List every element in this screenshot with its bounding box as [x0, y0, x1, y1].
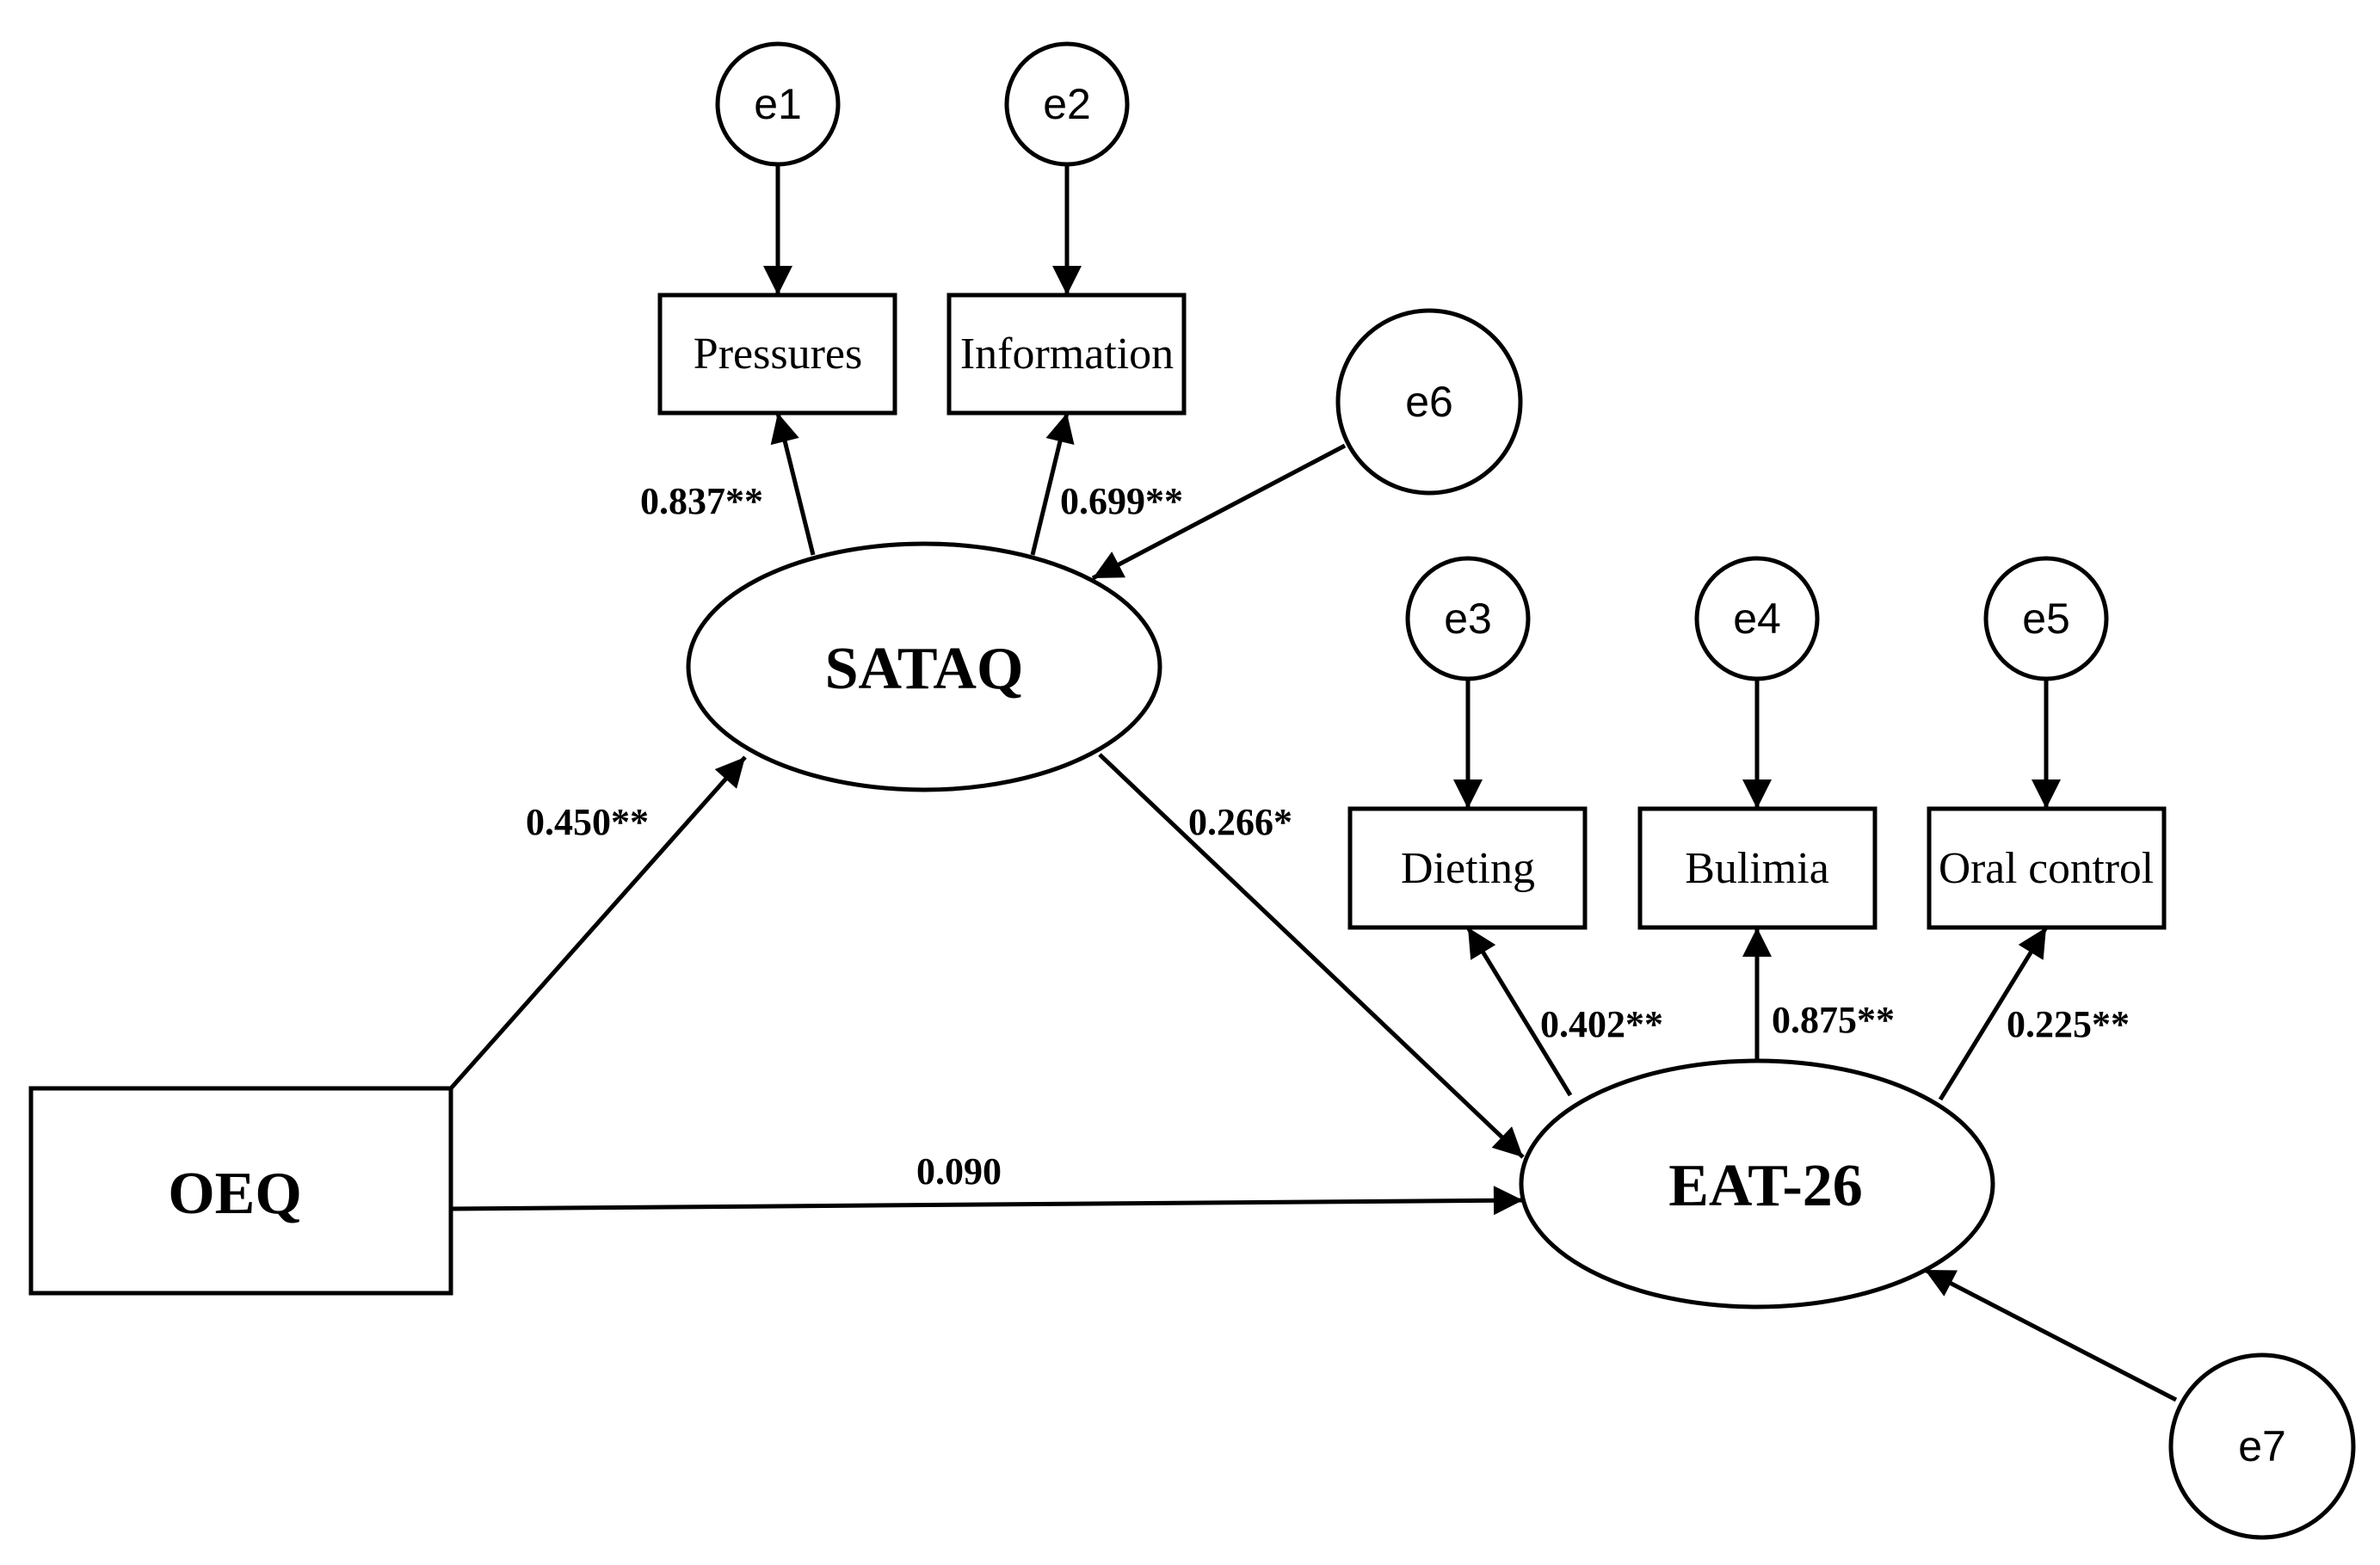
error-e6: e6: [1335, 308, 1523, 496]
coef-eat26-dieting: 0.402**: [1540, 1003, 1663, 1045]
box-oral-control-label: Oral control: [1939, 844, 2154, 893]
error-e3-label: e3: [1444, 595, 1492, 643]
arrow-sataq-pressures: [770, 412, 816, 556]
coef-oeq-eat26: 0.090: [916, 1150, 1002, 1192]
box-information: Information: [946, 293, 1187, 416]
arrow-e6-sataq: [1091, 443, 1347, 581]
box-pressures-label: Pressures: [694, 330, 862, 379]
box-dieting: Dieting: [1347, 806, 1588, 930]
arrow-eat26-oral-control: [1938, 926, 2049, 1101]
coef-sataq-eat26: 0.266*: [1188, 801, 1292, 843]
arrow-oeq-eat26: [450, 1186, 1524, 1216]
error-e6-label: e6: [1405, 378, 1453, 426]
arrow-oeq-sataq: [449, 755, 747, 1090]
ellipse-sataq-label: SATAQ: [825, 636, 1024, 702]
error-terms: e1 e2 e6 e3 e4 e5 e7: [715, 41, 2356, 1540]
error-e4-label: e4: [1733, 595, 1781, 643]
box-dieting-label: Dieting: [1401, 844, 1535, 893]
error-e5: e5: [1983, 556, 2109, 681]
box-oeq: OEQ: [28, 1086, 453, 1296]
coef-sataq-pressures: 0.837**: [640, 480, 763, 522]
arrow-sataq-information: [1030, 412, 1075, 556]
error-e2: e2: [1004, 41, 1130, 167]
ellipse-eat26-label: EAT-26: [1668, 1153, 1863, 1219]
latent-variables: SATAQ EAT-26: [686, 541, 1995, 1309]
error-e1-label: e1: [754, 80, 802, 128]
coef-eat26-oral-control: 0.225**: [2007, 1003, 2130, 1045]
arrow-eat26-dieting: [1465, 926, 1573, 1097]
ellipse-eat26: EAT-26: [1519, 1058, 1995, 1309]
observed-variables: Pressures Information Dieting Bulimia Or…: [28, 293, 2167, 1296]
path-coefficients: 0.837** 0.699** 0.450** 0.266* 0.090 0.4…: [526, 480, 2130, 1192]
arrow-sataq-eat26: [1098, 753, 1525, 1159]
box-bulimia-label: Bulimia: [1685, 844, 1829, 893]
ellipse-sataq: SATAQ: [686, 541, 1162, 792]
box-bulimia: Bulimia: [1637, 806, 1877, 930]
error-e5-label: e5: [2022, 595, 2070, 643]
arrow-e7-eat26: [1923, 1267, 2178, 1402]
error-e2-label: e2: [1043, 80, 1091, 128]
error-e7-label: e7: [2238, 1422, 2286, 1470]
error-e4: e4: [1694, 556, 1820, 681]
coef-sataq-information: 0.699**: [1060, 480, 1183, 522]
coef-oeq-sataq: 0.450**: [526, 801, 649, 843]
box-oral-control: Oral control: [1927, 806, 2167, 930]
coef-eat26-bulimia: 0.875**: [1772, 999, 1895, 1041]
box-information-label: Information: [960, 330, 1174, 379]
paths: [449, 164, 2178, 1402]
error-e7: e7: [2168, 1352, 2356, 1540]
error-e1: e1: [715, 41, 841, 167]
error-e3: e3: [1405, 556, 1531, 681]
box-oeq-label: OEQ: [168, 1161, 302, 1227]
box-pressures: Pressures: [657, 293, 897, 416]
